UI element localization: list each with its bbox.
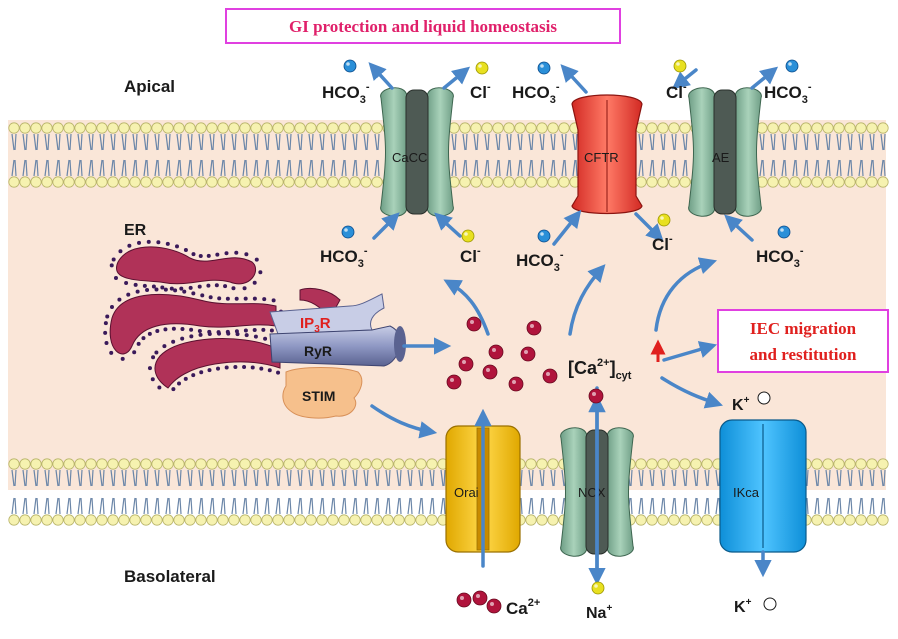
cl-label-cftr-in: Cl- xyxy=(652,233,673,254)
orai-label: Orai xyxy=(454,485,479,500)
iec-line1: IEC migration xyxy=(750,319,857,338)
hco3-label-cacc-out: HCO3- xyxy=(322,81,370,106)
stim-protein xyxy=(282,367,363,419)
ae-label: AE xyxy=(712,150,730,165)
cytosolic-calcium-label: [Ca2+]cyt xyxy=(568,357,632,382)
cftr-channel xyxy=(571,94,643,215)
cacc-label: CaCC xyxy=(392,150,427,165)
er-organelle xyxy=(103,239,341,392)
flow-arrows xyxy=(368,62,779,586)
hco3-label-cftr-in: HCO3- xyxy=(516,249,564,274)
title-box xyxy=(225,8,621,44)
k-label-outside: K+ xyxy=(734,597,752,616)
iec-box xyxy=(717,309,889,373)
iec-line2: and restitution xyxy=(750,345,857,364)
cl-label-cacc-out: Cl- xyxy=(470,81,491,102)
cytosolic-calcium-ions xyxy=(446,316,604,614)
title-text: GI protection and liquid homeostasis xyxy=(289,17,557,36)
ncx-label: NCX xyxy=(578,485,606,500)
ip3r-ryr-channel xyxy=(269,293,406,367)
ip3r-label: IP3R xyxy=(300,315,331,335)
ion-markers xyxy=(341,59,799,611)
apical-label: Apical xyxy=(124,77,175,96)
cl-label-cacc-in: Cl- xyxy=(460,245,481,266)
basolateral-label: Basolateral xyxy=(124,567,216,586)
er-label: ER xyxy=(124,222,147,239)
hco3-label-ae-out: HCO3- xyxy=(764,81,812,106)
ikca-label: IKca xyxy=(733,485,760,500)
hco3-label-cftr-out: HCO3- xyxy=(512,81,560,106)
ae-channel xyxy=(688,87,762,217)
k-label-inside: K+ xyxy=(732,395,750,414)
cl-label-ae-in: Cl- xyxy=(666,81,687,102)
hco3-label-ae-in: HCO3- xyxy=(756,245,804,270)
ca-label-outside: Ca2+ xyxy=(506,597,540,618)
ryr-label: RyR xyxy=(304,343,332,359)
stim-label: STIM xyxy=(302,388,335,404)
hco3-label-cacc-in: HCO3- xyxy=(320,245,368,270)
na-label-outside: Na+ xyxy=(586,603,612,622)
cftr-label: CFTR xyxy=(584,150,619,165)
